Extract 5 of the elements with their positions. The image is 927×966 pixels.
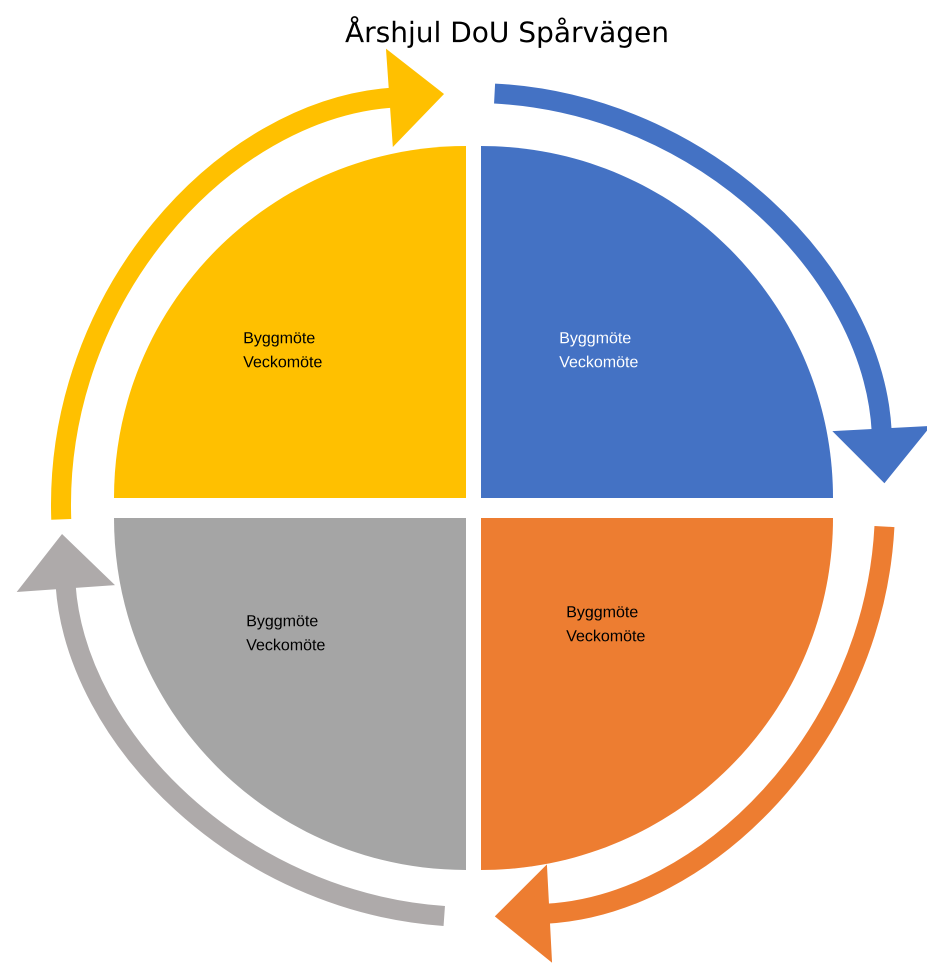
- title: Årshjul DoU Spårvägen: [345, 16, 667, 48]
- quadrant: Byggmöte Veckomöte: [481, 518, 833, 870]
- quadrant: Byggmöte Veckomöte: [114, 518, 466, 870]
- quadrant: Byggmöte Veckomöte: [114, 146, 466, 498]
- quadrant: Byggmöte Veckomöte: [481, 146, 833, 498]
